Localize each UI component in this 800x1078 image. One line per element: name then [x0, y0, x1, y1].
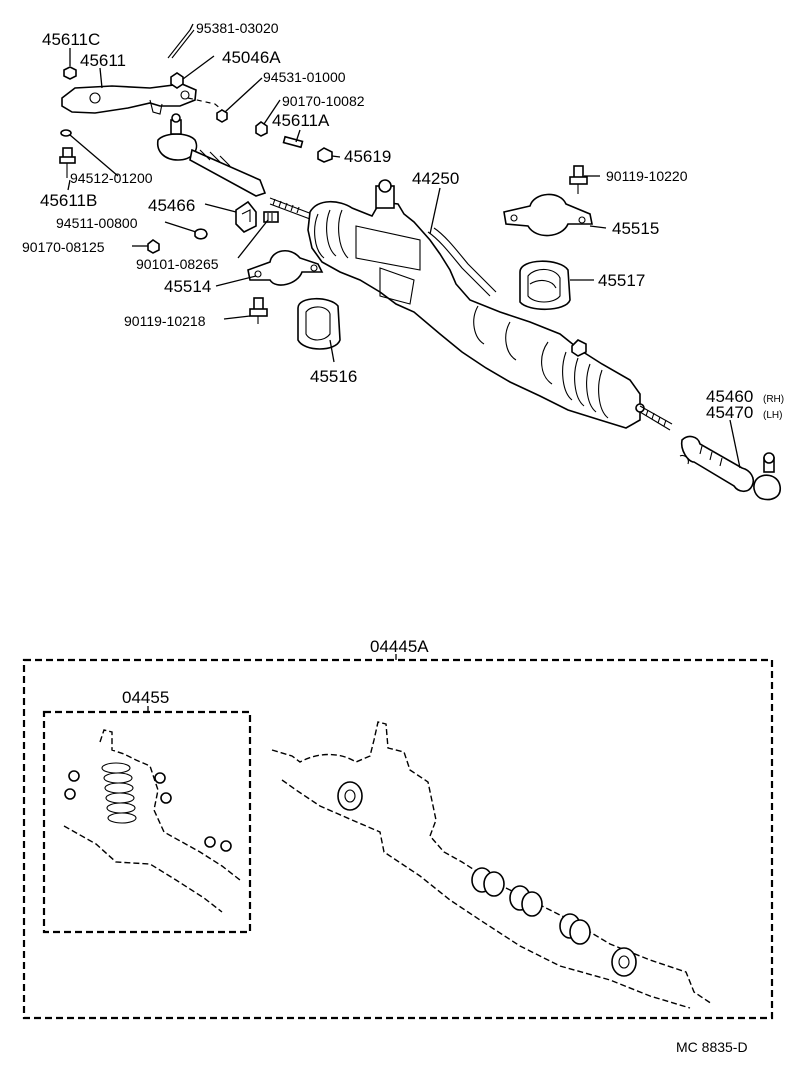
label-90170-10082: 90170-10082	[282, 93, 365, 109]
clip-94511	[194, 228, 208, 240]
label-45611A: 45611A	[272, 111, 330, 130]
label-90170-08125: 90170-08125	[22, 239, 105, 255]
nut-90170-08125	[147, 239, 160, 254]
kit-04455-box	[42, 710, 252, 934]
label-44250: 44250	[412, 169, 459, 188]
label-45611B: 45611B	[40, 191, 97, 210]
label-04445A: 04445A	[370, 637, 429, 656]
label-94531-01000: 94531-01000	[263, 69, 346, 85]
bushing-45516	[297, 297, 341, 350]
washer-94512	[60, 129, 72, 137]
label-94512-01200: 94512-01200	[70, 170, 153, 186]
label-rh: (RH)	[763, 394, 784, 405]
bushing-45517	[519, 260, 571, 311]
steering-gear-housing-44250	[307, 179, 641, 429]
label-45514: 45514	[164, 277, 211, 296]
nut-45619	[317, 147, 333, 163]
drawing-code: MC 8835-D	[676, 1039, 748, 1055]
label-45046A: 45046A	[222, 48, 281, 67]
part-labels-upper: 45611C 45611 95381-03020 45046A 94531-01…	[22, 20, 784, 422]
label-45460: 45460	[706, 387, 753, 406]
kit-04445A-box	[22, 658, 774, 1020]
bolt-90101	[263, 211, 279, 223]
kit-04445A-group: 04445A 04455	[22, 637, 774, 1020]
rack-end-right	[635, 403, 673, 431]
label-95381-03020: 95381-03020	[196, 20, 279, 36]
label-90101-08265: 90101-08265	[136, 256, 219, 272]
nut-90170-10082	[255, 121, 268, 137]
tie-rod-left	[269, 197, 313, 220]
nut-94531	[216, 109, 228, 123]
clamp-45466	[235, 200, 257, 233]
label-45611: 45611	[80, 51, 126, 70]
cotter-pin-95381	[167, 29, 195, 59]
nut-45611C	[63, 66, 77, 80]
label-45515: 45515	[612, 219, 659, 238]
kit-04445A-housing	[271, 721, 713, 1009]
label-04455: 04455	[122, 688, 169, 707]
label-lh: (LH)	[763, 410, 782, 421]
bolt-90119-10218	[249, 297, 268, 324]
kit-04455-housing	[63, 729, 241, 913]
label-45466: 45466	[148, 196, 195, 215]
label-45611C: 45611C	[42, 30, 100, 49]
tie-rod-end-left	[156, 113, 267, 197]
label-94511-00800: 94511-00800	[56, 215, 138, 231]
bolt-45611A	[282, 135, 304, 149]
bracket-45515	[503, 193, 593, 237]
label-45517: 45517	[598, 271, 645, 290]
tie-rod-end-right	[679, 435, 781, 501]
leader-lines	[67, 23, 741, 469]
bolt-90119-10220	[569, 165, 588, 194]
label-90119-10218: 90119-10218	[124, 313, 206, 329]
bolt-45611B	[59, 147, 76, 178]
label-45619: 45619	[344, 147, 391, 166]
label-45516: 45516	[310, 367, 357, 386]
knuckle-arm-45611	[61, 83, 197, 115]
label-90119-10220: 90119-10220	[606, 168, 688, 184]
label-45470: 45470	[706, 403, 753, 422]
nut-45046A	[170, 72, 184, 89]
bracket-45514	[247, 250, 324, 286]
